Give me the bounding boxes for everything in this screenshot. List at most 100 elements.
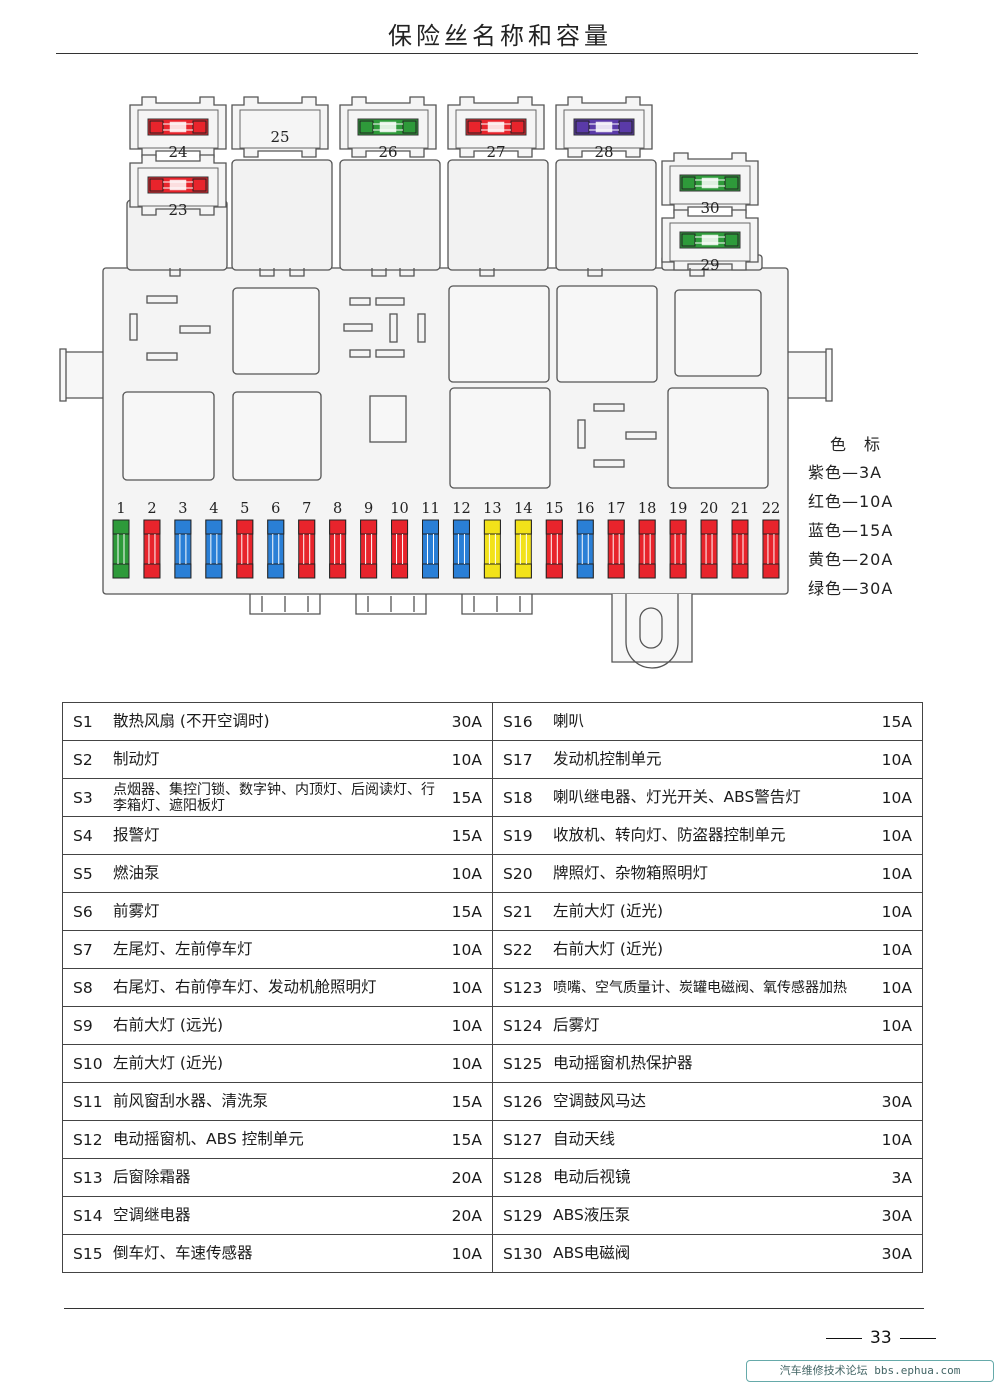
fuse-number-label: 11 — [421, 501, 439, 517]
fuse-id: S128 — [503, 1168, 543, 1187]
fuse-amperage: 15A — [451, 1130, 482, 1149]
top-fuse-holder: 23 — [129, 154, 227, 219]
fuse-id: S3 — [73, 788, 93, 807]
mini-fuse — [679, 174, 741, 192]
fuse-amperage: 10A — [881, 750, 912, 769]
blade-fuse: 20 — [700, 501, 718, 579]
fuse-amperage: 20A — [451, 1168, 482, 1187]
fuse-id: S130 — [503, 1244, 543, 1263]
fuse-description: 右尾灯、右前停车灯、发动机舱照明灯 — [113, 978, 377, 996]
fuse-id: S5 — [73, 864, 93, 883]
fuse-amperage: 20A — [451, 1206, 482, 1225]
blade-fuse: 17 — [607, 501, 625, 579]
fuse-description: 右前大灯 (远光) — [113, 1016, 224, 1034]
right-mount-rail — [788, 348, 833, 402]
fuse-id: S125 — [503, 1054, 543, 1073]
fuse-description: 后雾灯 — [553, 1016, 600, 1034]
fuse-id: S123 — [503, 978, 543, 997]
fuse-description: 倒车灯、车速传感器 — [113, 1244, 253, 1262]
fuse-amperage: 15A — [451, 788, 482, 807]
blade-fuse: 6 — [267, 501, 285, 579]
fuse-description: 左尾灯、左前停车灯 — [113, 940, 253, 958]
fuse-number-label: 7 — [302, 501, 311, 517]
fuse-number-label: 20 — [700, 501, 718, 517]
fuse-amperage: 30A — [881, 1206, 912, 1225]
page-title: 保险丝名称和容量 — [388, 22, 612, 50]
fuse-description: 前雾灯 — [113, 902, 160, 920]
fuse-amperage: 10A — [451, 1244, 482, 1263]
fuse-amperage: 15A — [451, 902, 482, 921]
top-fuse-holder: 29 — [661, 209, 759, 274]
mini-fuse — [573, 118, 635, 136]
legend-row: 红色—10A — [808, 492, 894, 511]
fuse-number-label: 15 — [545, 501, 563, 517]
top-fuse-holder: 28 — [555, 96, 653, 161]
fuse-amperage: 10A — [451, 864, 482, 883]
fuse-description: 喷嘴、空气质量计、炭罐电磁阀、氧传感器加热 — [553, 979, 847, 996]
fuse-number-label: 21 — [731, 501, 749, 517]
left-mount-rail — [59, 348, 103, 402]
fuse-amperage: 10A — [881, 1016, 912, 1035]
table-cell: S124 后雾灯 10A — [492, 1006, 923, 1045]
top-fuse-holder: 30 — [661, 152, 759, 217]
fuse-id: S1 — [73, 712, 93, 731]
fuse-id: S20 — [503, 864, 533, 883]
fuse-amperage: 10A — [881, 788, 912, 807]
bottom-latch — [611, 594, 693, 663]
fuse-id: S12 — [73, 1130, 103, 1149]
blade-fuse: 14 — [514, 501, 533, 579]
fuse-description: 制动灯 — [113, 750, 160, 768]
blade-fuse: 18 — [638, 501, 656, 579]
legend-row: 黄色—20A — [808, 550, 894, 569]
fuse-description: 收放机、转向灯、防盗器控制单元 — [553, 826, 786, 844]
page-number-text: 33 — [870, 1328, 892, 1348]
fuse-amperage: 10A — [451, 1016, 482, 1035]
fuse-amperage: 10A — [881, 1130, 912, 1149]
fuse-description: 电动后视镜 — [553, 1168, 631, 1186]
fuse-id: S21 — [503, 902, 533, 921]
fuse-id: S16 — [503, 712, 533, 731]
fuse-description: 牌照灯、杂物箱照明灯 — [553, 864, 709, 882]
fuse-description: 空调鼓风马达 — [553, 1092, 647, 1110]
legend-row: 蓝色—15A — [808, 521, 894, 540]
fuse-description: 喇叭 — [553, 712, 585, 730]
fuse-description: 左前大灯 (近光) — [113, 1054, 224, 1072]
fuse-id: S124 — [503, 1016, 543, 1035]
blade-fuse: 2 — [143, 501, 161, 579]
mini-fuse — [357, 118, 419, 136]
top-fuse-holder: 25 — [231, 96, 329, 158]
fuse-number-label: 2 — [147, 501, 156, 517]
blade-fuse: 12 — [452, 501, 471, 579]
fuse-amperage: 10A — [881, 940, 912, 959]
fuse-number-label: 1 — [116, 501, 125, 517]
fuse-description: 报警灯 — [113, 826, 160, 844]
fuse-id: S2 — [73, 750, 93, 769]
fuse-number-label: 27 — [486, 143, 505, 161]
fuse-number-label: 22 — [762, 501, 780, 517]
blade-fuse: 10 — [390, 501, 409, 579]
fuse-number-label: 14 — [514, 501, 532, 517]
